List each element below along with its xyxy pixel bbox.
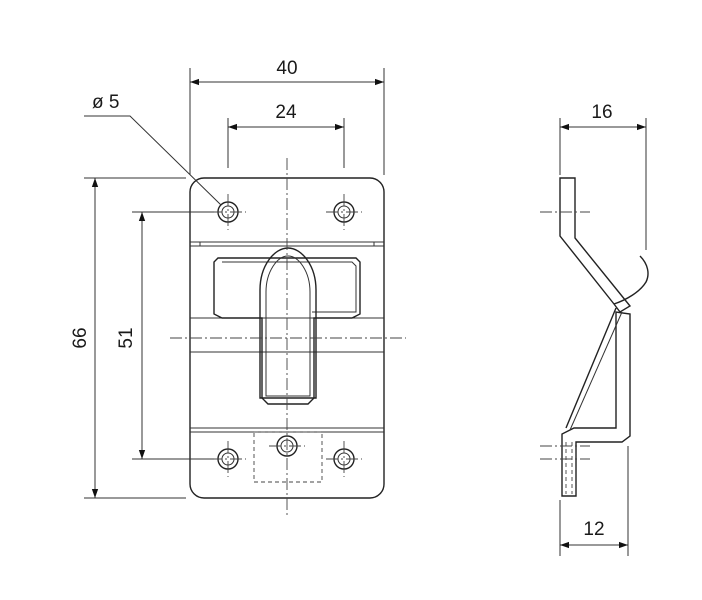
latch-tongue xyxy=(259,247,317,399)
dim-40-ext xyxy=(189,68,385,175)
side-profile-top xyxy=(559,177,632,313)
dim-66-text: 66 xyxy=(70,327,91,348)
side-hook xyxy=(613,255,649,305)
dim-16-ext xyxy=(559,118,647,250)
side-centerlines xyxy=(540,211,590,460)
side-strap xyxy=(565,307,617,429)
dim-66-ext xyxy=(84,177,186,499)
latch-window-inner xyxy=(222,261,357,313)
dim-16-text: 16 xyxy=(591,102,612,123)
latch-tongue-inner xyxy=(265,255,311,397)
dim-24-ext xyxy=(227,118,345,168)
front-view: 40 24 ø 5 66 51 xyxy=(70,58,406,515)
hidden-tab xyxy=(253,431,323,483)
dim-24-text: 24 xyxy=(275,102,297,123)
dia-leader xyxy=(84,115,222,206)
side-strap-inner xyxy=(569,311,623,431)
side-profile-lower xyxy=(561,311,631,497)
dia-text: ø 5 xyxy=(92,92,119,113)
dim-51-text: 51 xyxy=(116,327,137,348)
dim-12-text: 12 xyxy=(583,519,604,540)
dim-51-ext xyxy=(132,211,214,460)
hole-centerlines xyxy=(210,194,362,477)
side-view: 16 12 xyxy=(540,102,649,556)
side-hidden-bottom xyxy=(565,442,573,494)
latch-window xyxy=(213,257,361,405)
dim-40-text: 40 xyxy=(276,58,297,79)
